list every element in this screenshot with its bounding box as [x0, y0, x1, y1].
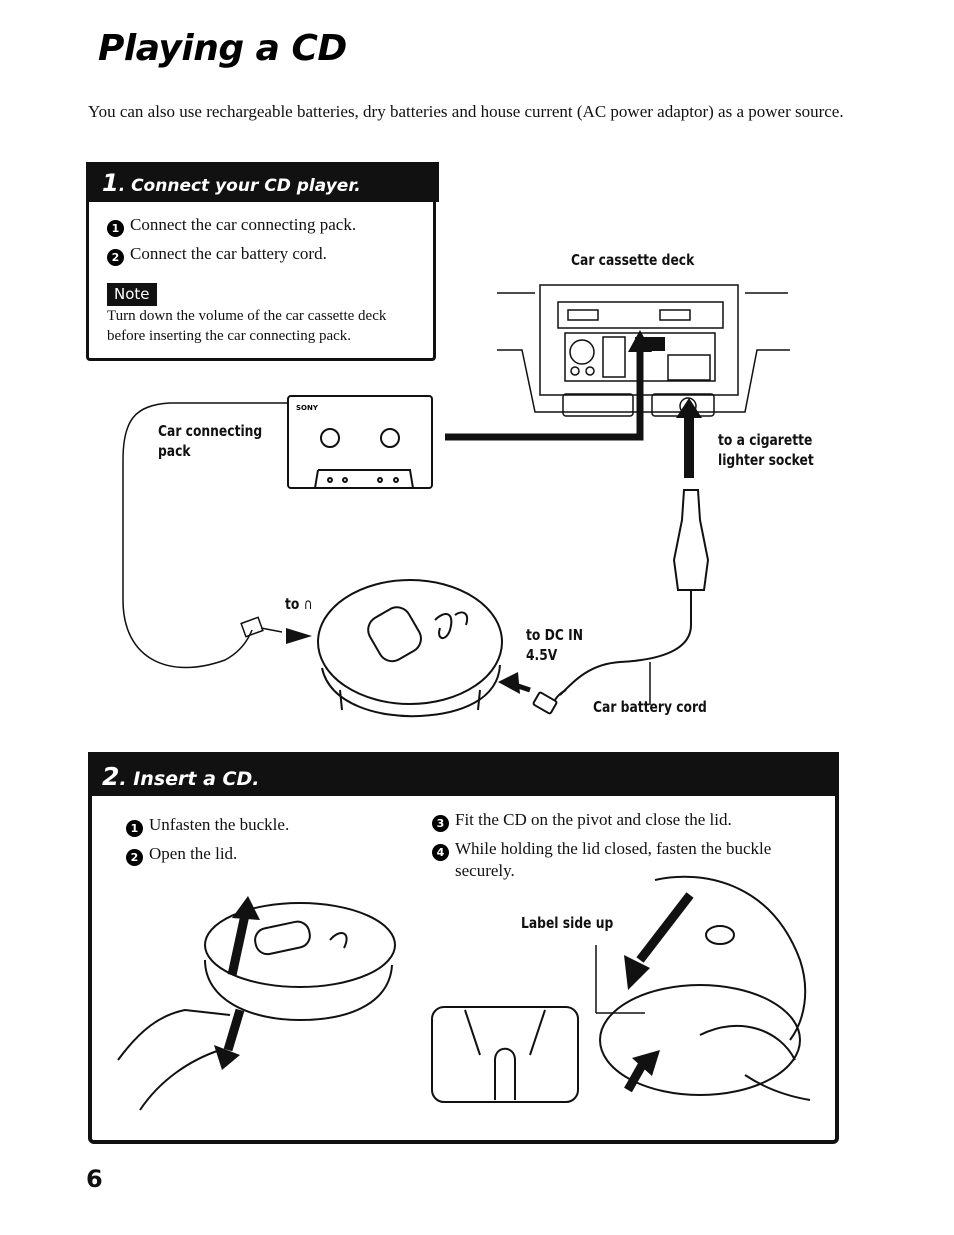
car-cassette-deck-drawing [497, 284, 790, 417]
section1-step: 2 Connect the car battery cord. [107, 244, 327, 266]
step-number-badge: 2 [126, 849, 143, 866]
headphones-icon: ∩ [303, 595, 313, 613]
step-number-badge: 4 [432, 844, 449, 861]
section2-step: 1 Unfasten the buckle. [126, 815, 289, 837]
connecting-cable [122, 402, 288, 669]
section2-step: 2 Open the lid. [126, 844, 237, 866]
step-number-badge: 1 [126, 820, 143, 837]
label-car-cassette-deck: Car cassette deck [571, 251, 695, 269]
step-text: Fit the CD on the pivot and close the li… [455, 810, 732, 829]
cassette-adaptor-drawing [287, 395, 433, 489]
headphone-arrow [286, 628, 312, 644]
step-text: Open the lid. [149, 844, 238, 863]
section1-step: 1 Connect the car connecting pack. [107, 215, 356, 237]
section2-step: 4 While holding the lid closed, fasten th… [432, 839, 795, 881]
step-number-badge: 1 [107, 220, 124, 237]
page-number: 6 [86, 1165, 103, 1193]
section2-number: 2 [102, 762, 120, 791]
dc-arrow [498, 672, 520, 694]
step-text: Unfasten the buckle. [149, 815, 290, 834]
section2-heading-bar: 2. Insert a CD. [88, 752, 839, 796]
step-text: Connect the car battery cord. [130, 244, 327, 263]
headphone-plug-drawing [240, 616, 283, 638]
label-car-connecting-pack: Car connecting pack [158, 422, 263, 460]
cd-player-drawing [317, 579, 503, 718]
arrow-head [628, 330, 652, 352]
close-lid-drawing [431, 875, 811, 1103]
section2-heading-text: . Insert a CD. [119, 768, 260, 790]
section1-heading-bar: 1. Connect your CD player. [86, 162, 439, 202]
lid-open-arrow [227, 914, 250, 976]
section1-heading-text: . Connect your CD player. [118, 176, 361, 196]
label-to-headphones: to ∩ [285, 594, 313, 614]
label-car-battery-cord: Car battery cord [593, 698, 707, 716]
section1-box [86, 165, 436, 361]
cigarette-plug-drawing [559, 489, 710, 696]
open-lid-drawing [117, 902, 396, 1111]
socket-arrow [684, 410, 694, 478]
section2-step: 3 Fit the CD on the pivot and close the l… [432, 810, 732, 832]
cassette-brand: SONY [296, 404, 319, 412]
note-label: Note [107, 283, 157, 306]
buckle-arrow [223, 1008, 245, 1052]
label-to-text: to [285, 595, 300, 613]
step-text: Connect the car connecting pack. [130, 215, 357, 234]
label-cigarette-socket: to a cigarette lighter socket [718, 431, 814, 469]
dc-plug-drawing [532, 689, 567, 715]
cassette-lead-arrow [445, 350, 644, 441]
page-title: Playing a CD [98, 28, 347, 69]
note-text: Turn down the volume of the car cassette… [107, 308, 387, 344]
section2-heading: 2. Insert a CD. [102, 762, 259, 791]
intro-paragraph: You can also use rechargeable batteries,… [88, 102, 844, 121]
step-number-badge: 3 [432, 815, 449, 832]
label-side-up: Label side up [521, 914, 614, 932]
lid-close-arrow [636, 892, 694, 963]
section1-heading: 1. Connect your CD player. [102, 169, 361, 197]
step-number-badge: 2 [107, 249, 124, 266]
step-text: While holding the lid closed, fasten the… [455, 839, 772, 880]
label-dc-in: to DC IN 4.5V [526, 626, 584, 664]
section1-number: 1 [102, 169, 119, 197]
